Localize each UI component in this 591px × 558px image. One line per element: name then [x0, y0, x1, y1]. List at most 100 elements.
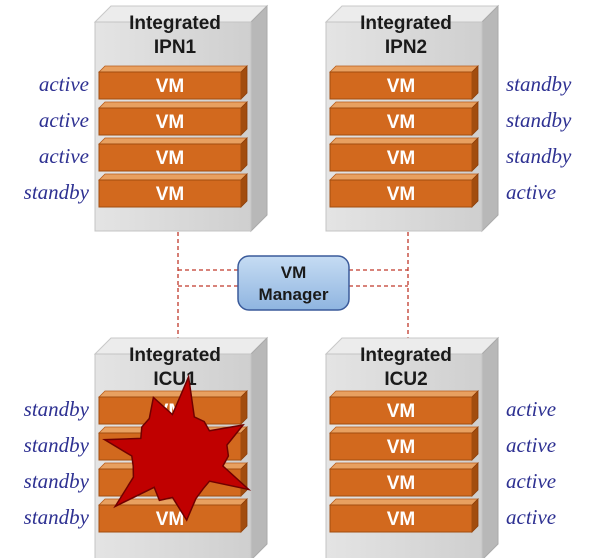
vm-side-face: [240, 137, 248, 172]
vm-side-face: [471, 173, 479, 208]
vm-block: VM: [98, 65, 248, 100]
vm-top-face: [329, 65, 479, 73]
vm-block: VM: [98, 101, 248, 136]
vm-front-face: [98, 179, 242, 208]
vm-label: VM: [387, 148, 416, 169]
vm-state-label: active: [39, 72, 89, 96]
vm-label: VM: [156, 509, 185, 530]
vm-top-face: [329, 462, 479, 470]
vm-state-label: standby: [24, 180, 90, 204]
vm-block: VM: [329, 173, 479, 208]
server-title-line2: IPN2: [385, 37, 427, 58]
vm-side-face: [471, 65, 479, 100]
vm-side-face: [240, 173, 248, 208]
connector-lines: [177, 232, 409, 345]
vm-state-label: active: [39, 144, 89, 168]
vm-label: VM: [387, 401, 416, 422]
vm-front-face: [329, 468, 473, 497]
servers-layer: IntegratedIPN1VMactiveVMactiveVMactiveVM…: [24, 4, 572, 558]
server-side-face: [481, 336, 499, 558]
vm-top-face: [98, 390, 248, 398]
vm-block: VM: [98, 498, 248, 533]
vm-block: VM: [329, 426, 479, 461]
vm-top-face: [329, 137, 479, 145]
vm-label: VM: [387, 112, 416, 133]
vm-front-face: [98, 143, 242, 172]
failure-burst-icon: [102, 374, 252, 522]
vm-side-face: [240, 390, 248, 425]
vm-top-face: [329, 390, 479, 398]
overlay-layer: [102, 374, 252, 522]
vm-state-label: standby: [506, 144, 572, 168]
vm-state-label: standby: [24, 505, 90, 529]
vm-top-face: [98, 65, 248, 73]
vm-state-label: active: [506, 433, 556, 457]
vm-side-face: [471, 101, 479, 136]
vm-side-face: [471, 137, 479, 172]
vm-side-face: [471, 498, 479, 533]
vm-front-face: [329, 396, 473, 425]
server-title-line1: Integrated: [360, 13, 452, 34]
vm-manager: VM Manager: [237, 255, 350, 311]
vm-label: VM: [387, 184, 416, 205]
vm-state-label: standby: [506, 72, 572, 96]
server-ipn1: IntegratedIPN1VMactiveVMactiveVMactiveVM…: [24, 4, 269, 233]
server-side-face: [481, 4, 499, 233]
vm-state-label: active: [506, 180, 556, 204]
vm-block: VM: [329, 390, 479, 425]
vm-state-label: active: [506, 505, 556, 529]
vm-label: VM: [387, 509, 416, 530]
vm-front-face: [98, 71, 242, 100]
vm-top-face: [329, 101, 479, 109]
vm-side-face: [240, 426, 248, 461]
vm-front-face: [329, 179, 473, 208]
vm-side-face: [240, 498, 248, 533]
vm-top-face: [98, 137, 248, 145]
vm-block: VM: [98, 173, 248, 208]
vm-side-face: [471, 462, 479, 497]
vm-front-face: [98, 107, 242, 136]
vm-manager-label-line1: VM: [281, 263, 307, 282]
vm-block: VM: [329, 101, 479, 136]
vm-state-label: standby: [506, 108, 572, 132]
vm-state-label: active: [506, 469, 556, 493]
vm-front-face: [329, 143, 473, 172]
vm-front-face: [98, 504, 242, 533]
vm-label: VM: [156, 148, 185, 169]
vm-label: VM: [387, 437, 416, 458]
vm-block: VM: [329, 462, 479, 497]
vm-side-face: [240, 101, 248, 136]
vm-top-face: [329, 173, 479, 181]
vm-label: VM: [387, 473, 416, 494]
vm-top-face: [98, 173, 248, 181]
vm-state-label: standby: [24, 397, 90, 421]
server-title-line1: Integrated: [129, 13, 221, 34]
vm-top-face: [98, 101, 248, 109]
vm-side-face: [471, 426, 479, 461]
server-side-face: [250, 4, 268, 233]
server-title-line2: IPN1: [154, 37, 197, 58]
vm-side-face: [240, 65, 248, 100]
vm-front-face: [329, 504, 473, 533]
vm-state-label: standby: [24, 469, 90, 493]
vm-top-face: [329, 498, 479, 506]
vm-side-face: [240, 462, 248, 497]
vm-front-face: [329, 71, 473, 100]
vm-top-face: [329, 426, 479, 434]
vm-state-label: standby: [24, 433, 90, 457]
vm-state-label: active: [506, 397, 556, 421]
vm-label: VM: [387, 76, 416, 97]
vm-block: VM: [329, 137, 479, 172]
vm-block: VM: [329, 498, 479, 533]
server-title-line2: ICU2: [384, 369, 427, 390]
vm-front-face: [329, 107, 473, 136]
vm-front-face: [329, 432, 473, 461]
vm-state-label: active: [39, 108, 89, 132]
vm-block: VM: [329, 65, 479, 100]
vm-label: VM: [156, 112, 185, 133]
vm-manager-label-line2: Manager: [259, 285, 329, 304]
vm-label: VM: [156, 184, 185, 205]
